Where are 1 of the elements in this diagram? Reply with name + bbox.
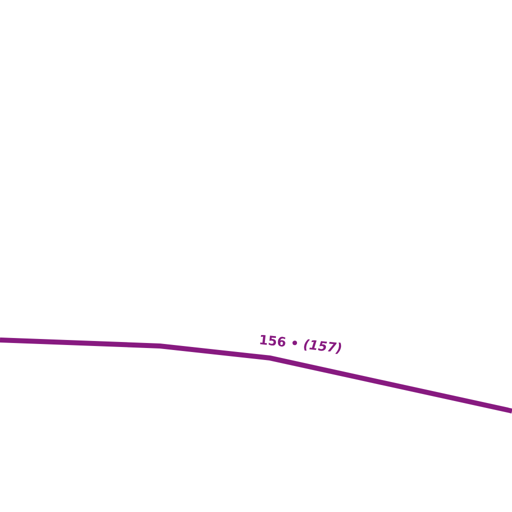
road-number-label: 156 • (157) [258,334,343,356]
